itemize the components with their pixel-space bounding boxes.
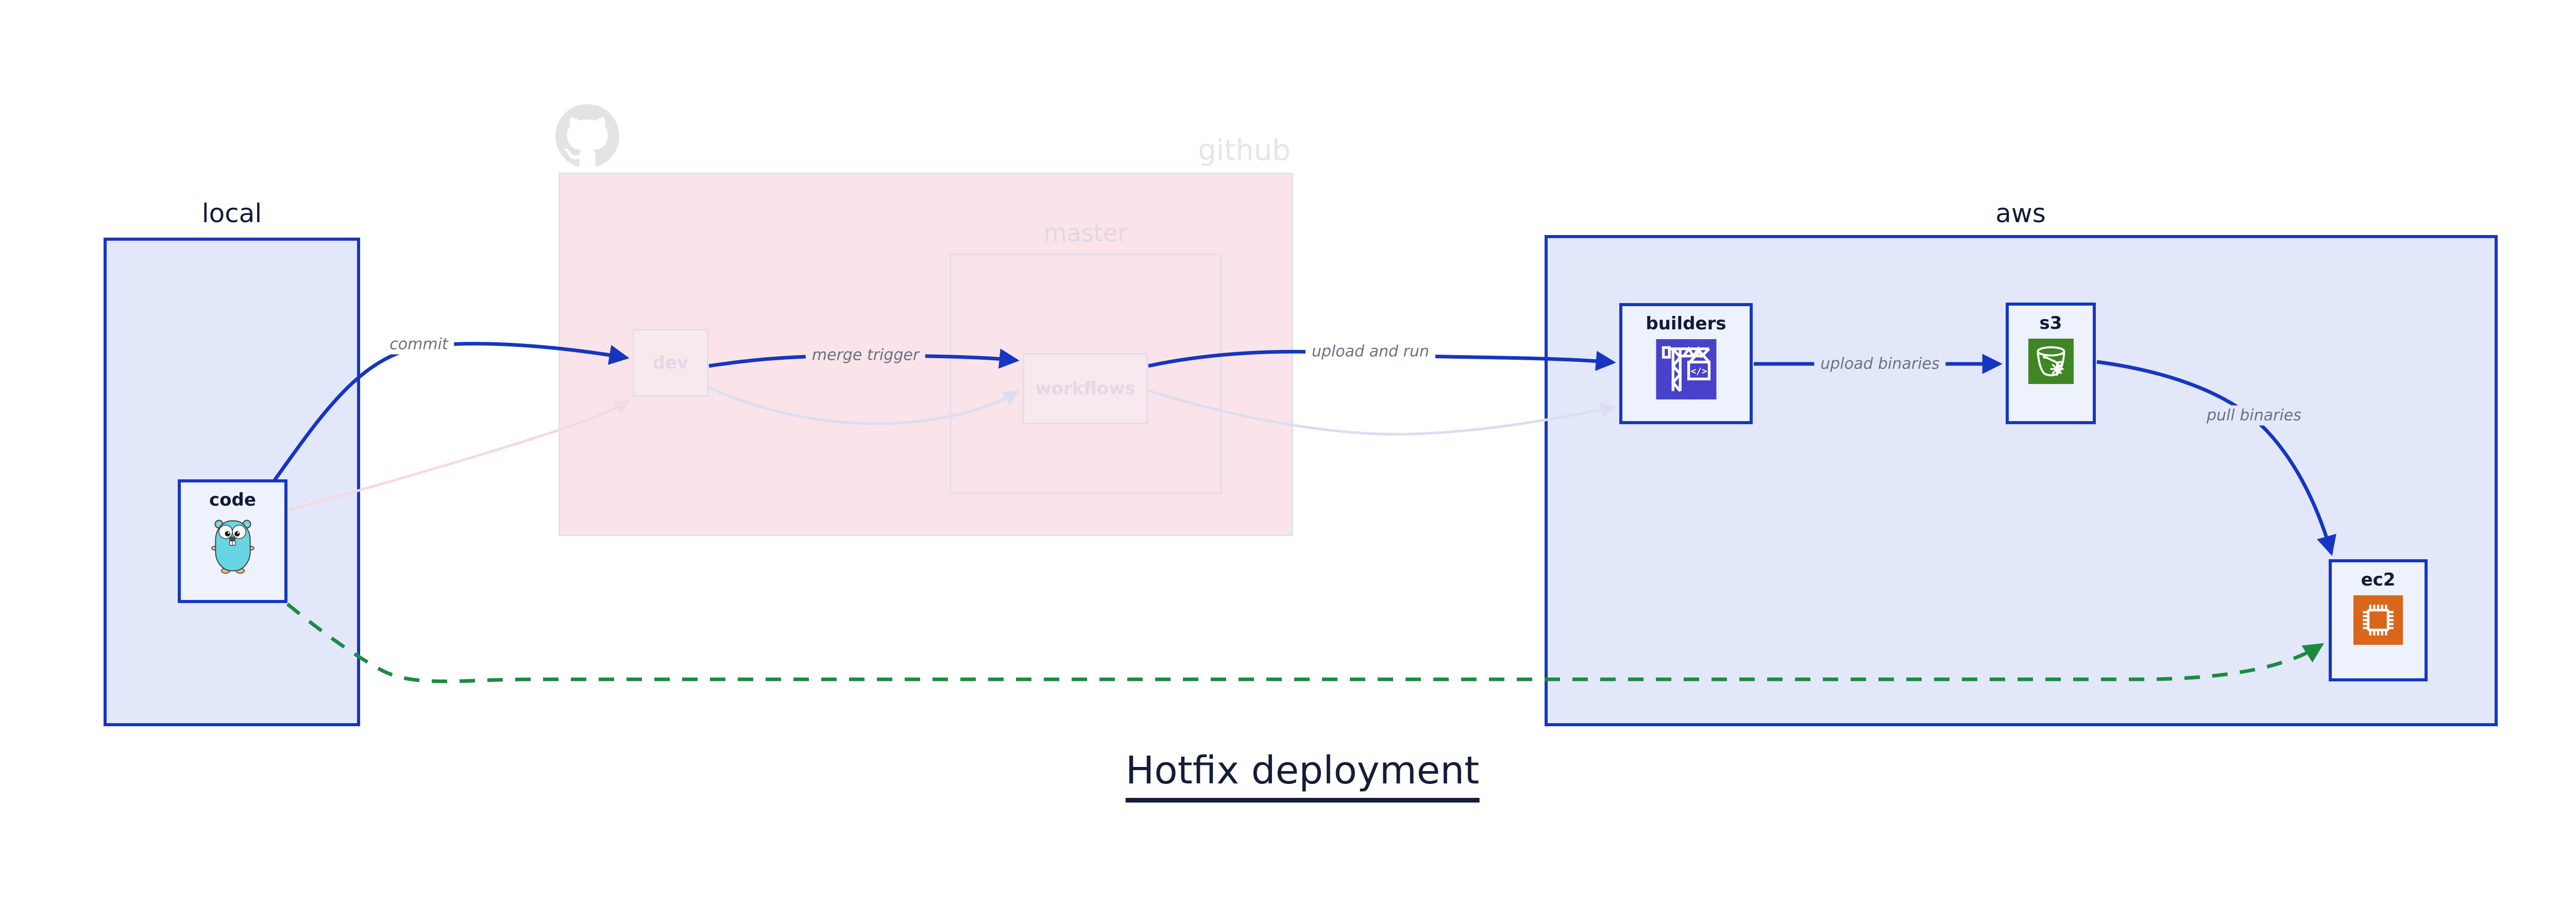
node-s3: s3: [2006, 303, 2096, 424]
node-code-label: code: [209, 490, 256, 510]
node-ec2: ec2: [2329, 559, 2428, 681]
codebuild-crane-icon: </>: [1656, 339, 1716, 399]
node-code: code: [178, 479, 287, 603]
edge-pull-binaries-label: pull binaries: [2200, 405, 2308, 426]
group-master: [950, 254, 1222, 494]
edge-merge-trigger-label: merge trigger: [805, 345, 926, 365]
node-workflows: workflows: [1023, 353, 1148, 424]
node-workflows-label: workflows: [1035, 378, 1136, 399]
node-builders: builders </>: [1619, 303, 1753, 424]
s3-bucket-icon: [2028, 339, 2074, 384]
group-aws-label: aws: [1995, 198, 2046, 228]
group-github-label: github: [1198, 133, 1291, 168]
ec2-chip-icon: [2353, 595, 2403, 645]
edge-upload-binaries-label: upload binaries: [1814, 354, 1946, 374]
edge-upload-and-run-label: upload and run: [1305, 341, 1436, 362]
node-builders-label: builders: [1646, 313, 1726, 334]
go-gopher-icon: [211, 520, 255, 574]
page-title: Hotfix deployment: [1125, 748, 1480, 803]
octocat-icon: [555, 104, 619, 166]
codebuild-code-glyph: </>: [1690, 366, 1707, 377]
edge-commit-label: commit: [383, 334, 454, 355]
node-dev-label: dev: [652, 353, 689, 373]
node-ec2-label: ec2: [2361, 570, 2396, 590]
node-s3-label: s3: [2039, 313, 2062, 333]
node-dev: dev: [633, 329, 708, 397]
group-master-label: master: [1043, 219, 1128, 247]
group-local-label: local: [201, 198, 262, 228]
